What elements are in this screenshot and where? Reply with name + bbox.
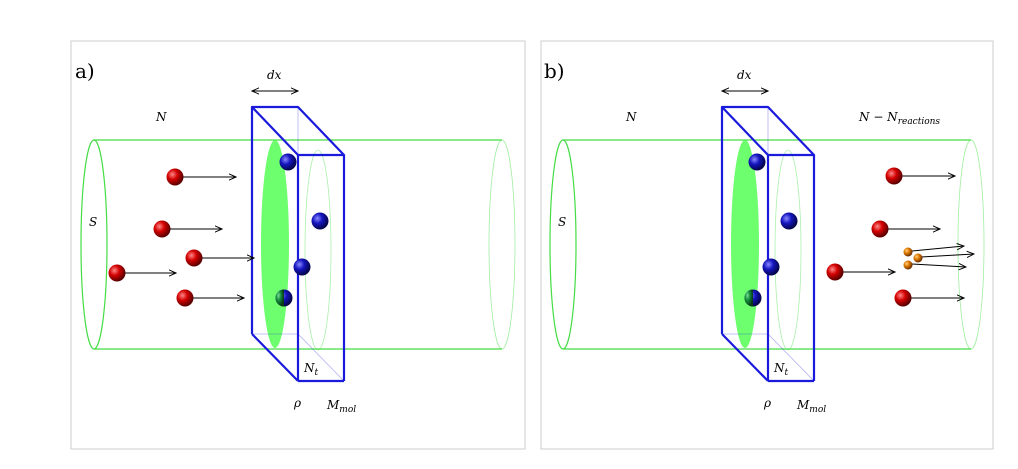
panel-a: a) dx N S Nt ρ Mmo — [70, 40, 526, 450]
target-nucleus — [748, 153, 766, 171]
projectile — [871, 220, 941, 238]
target-nucleus-half-green — [744, 289, 753, 307]
panel-a-label: a) — [75, 59, 95, 83]
target-nuclei — [744, 153, 798, 307]
target-nucleus — [311, 212, 329, 230]
n-label: N — [625, 110, 637, 124]
rho-label: ρ — [763, 396, 771, 410]
reaction-fragments — [903, 246, 975, 270]
projectile — [153, 220, 223, 238]
cylinder-mid-face — [304, 149, 332, 351]
transmitted-projectiles — [826, 167, 965, 307]
target-nucleus-half-green — [275, 289, 284, 307]
dx-label: dx — [267, 68, 282, 82]
target-nucleus — [279, 153, 297, 171]
cylinder-mid-face — [774, 149, 802, 351]
projectile — [185, 249, 255, 267]
projectile — [166, 168, 237, 186]
cylinder-back-face — [488, 139, 516, 350]
fragment — [903, 247, 913, 257]
s-label: S — [89, 215, 97, 229]
projectile — [894, 289, 965, 307]
projectile — [885, 167, 956, 185]
fragment — [913, 253, 923, 263]
target-nucleus — [780, 212, 798, 230]
target-cross-section — [731, 140, 759, 348]
panel-b-label: b) — [544, 59, 565, 83]
projectiles — [108, 168, 255, 307]
target-slab — [250, 105, 346, 383]
cylinder-front-face — [80, 139, 108, 350]
target-nucleus — [293, 258, 311, 276]
target-nuclei — [275, 153, 329, 307]
projectile — [176, 289, 245, 307]
target-slab — [720, 105, 816, 383]
projectile — [826, 263, 896, 281]
dx-label: dx — [737, 68, 752, 82]
cylinder-front-face — [549, 139, 577, 350]
target-nucleus — [762, 258, 780, 276]
panel-b: b) dx N N − Nreactions S — [540, 40, 994, 450]
rho-label: ρ — [293, 396, 301, 410]
fragment — [903, 260, 913, 270]
n-label: N — [155, 110, 167, 124]
target-cross-section — [261, 140, 289, 348]
s-label: S — [558, 215, 566, 229]
projectile — [108, 264, 177, 282]
